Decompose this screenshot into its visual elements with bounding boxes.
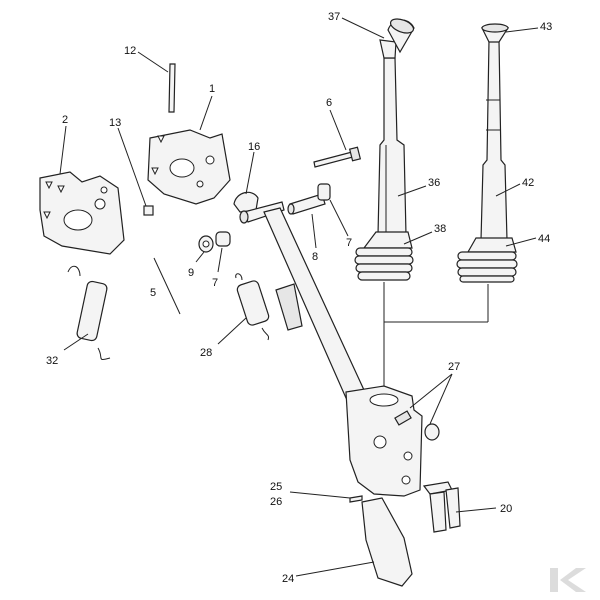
knob-43 [481,23,510,43]
lever-36 [377,39,407,236]
label-37: 37 [328,11,340,23]
bushing-7-lower [215,231,231,247]
label-2: 2 [62,114,68,126]
knob-37 [387,18,415,54]
label-7-lower: 7 [212,277,218,289]
lever-42 [480,39,508,241]
label-25: 25 [270,481,282,493]
label-24: 24 [282,573,294,585]
pin-8 [287,193,326,215]
label-42: 42 [522,177,534,189]
pin-5 [153,257,181,315]
label-43: 43 [540,21,552,33]
label-12: 12 [124,45,136,57]
label-16: 16 [248,141,260,153]
label-5: 5 [150,287,156,299]
spring-28 [235,273,270,341]
seal-27 [424,423,440,441]
bracket-2 [39,171,125,255]
lever-base [345,385,423,497]
label-26: 26 [270,496,282,508]
rod-12 [168,63,176,113]
label-7-upper: 7 [346,237,352,249]
bolt-6 [313,146,362,168]
k-logo-icon [550,568,586,592]
fork-20 [422,481,461,533]
label-38: 38 [434,223,446,235]
label-6: 6 [326,97,332,109]
label-28: 28 [200,347,212,359]
label-20: 20 [500,503,512,515]
leader-lines [59,17,539,577]
bushing-7-upper [317,183,331,201]
boot-38 [354,231,414,281]
clip-16 [233,191,259,213]
washer-9 [198,235,214,253]
label-13: 13 [109,117,121,129]
assembly-lines [383,282,489,400]
label-44: 44 [538,233,550,245]
foot-24 [361,497,413,587]
label-1: 1 [209,83,215,95]
nut-13 [143,205,154,216]
spring-32 [67,265,111,361]
main-shift-lever [239,201,365,399]
label-9: 9 [188,267,194,279]
label-8: 8 [312,251,318,263]
bracket-1 [147,129,231,205]
part-labels: 12 1 2 13 16 6 37 43 36 42 38 44 7 8 9 7… [46,11,552,585]
label-32: 32 [46,355,58,367]
boot-44 [456,237,518,283]
label-27: 27 [448,361,460,373]
label-36: 36 [428,177,440,189]
pin-25-26 [349,495,363,503]
